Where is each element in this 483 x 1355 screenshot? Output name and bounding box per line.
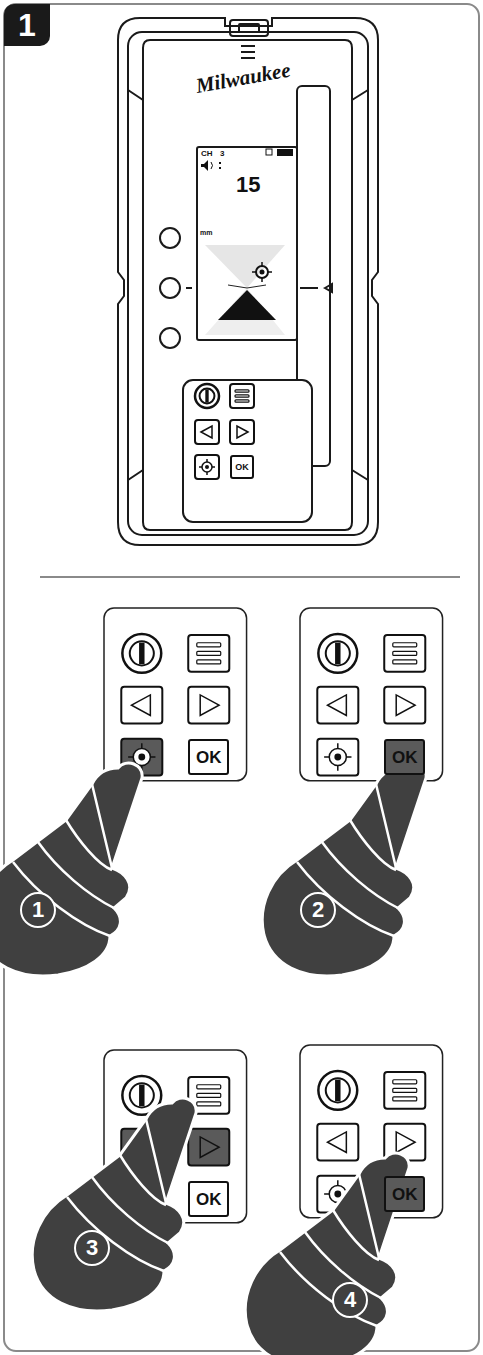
channel-label: CH bbox=[201, 150, 213, 158]
button-text: 2 bbox=[312, 899, 324, 921]
keypad bbox=[195, 384, 254, 479]
button-text: OK bbox=[392, 749, 418, 766]
button-text: OK bbox=[392, 1186, 418, 1203]
button-text: 4 bbox=[344, 1289, 356, 1311]
unit-label: mm bbox=[200, 229, 212, 236]
button-text: 1 bbox=[32, 899, 44, 921]
pointing-hand bbox=[32, 1098, 196, 1311]
figure-number-text: 1 bbox=[18, 9, 36, 41]
button-text: OK bbox=[196, 1191, 222, 1208]
callout-number: 2 bbox=[300, 892, 336, 928]
figure-number: 1 bbox=[4, 4, 50, 46]
callout-number: 3 bbox=[74, 1230, 110, 1266]
distance-reading: 15 bbox=[236, 174, 260, 196]
ok-button: OK bbox=[384, 739, 425, 776]
pointing-hand bbox=[262, 763, 426, 976]
ok-button: OK bbox=[230, 455, 254, 479]
channel-number: 3 bbox=[220, 150, 224, 158]
figure-frame bbox=[4, 4, 479, 1351]
button-text: 3 bbox=[86, 1237, 98, 1259]
display-graphics bbox=[201, 149, 293, 335]
callout-number: 4 bbox=[332, 1282, 368, 1318]
laser-receiver bbox=[118, 18, 378, 545]
separator-line bbox=[40, 576, 460, 578]
button-text: OK bbox=[196, 749, 222, 766]
ok-button: OK bbox=[384, 1176, 425, 1213]
keypad bbox=[300, 608, 443, 781]
pointing-hand bbox=[0, 763, 142, 976]
ok-button: OK bbox=[188, 739, 229, 776]
keypad bbox=[104, 608, 247, 781]
ok-button: OK bbox=[188, 1181, 229, 1218]
callout-number: 1 bbox=[20, 892, 56, 928]
button-text: OK bbox=[235, 463, 249, 472]
